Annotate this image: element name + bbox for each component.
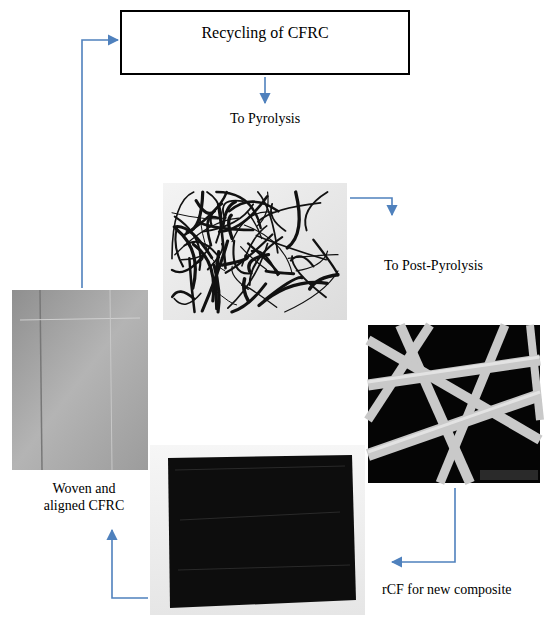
- step-label: Woven and aligned CFRC: [40, 478, 128, 518]
- fiber-strand: [291, 256, 313, 266]
- sem-image: [368, 325, 540, 483]
- fiber-strand: [223, 202, 235, 225]
- fiber-strand: [200, 223, 254, 230]
- fiber-strand: [229, 215, 232, 238]
- fiber-strand: [266, 271, 294, 274]
- mat-photo: [150, 445, 365, 615]
- process-box: Recycling of CFRC: [120, 10, 410, 75]
- fiber-strand: [232, 212, 273, 242]
- fiber-strand: [172, 213, 226, 219]
- fiber-strand: [214, 265, 219, 312]
- fiber-strand: [257, 192, 268, 226]
- fiber-strand: [244, 279, 249, 302]
- flow-arrow: [264, 77, 266, 103]
- panel-photo: [12, 290, 148, 470]
- fiber-strand: [229, 202, 278, 212]
- fiber-strand: [296, 251, 327, 271]
- step-label: rCF for new composite: [382, 582, 511, 599]
- flow-arrow: [82, 40, 118, 288]
- fiber-strand: [226, 235, 273, 273]
- fiber-strand: [285, 271, 338, 312]
- step-label: To Pyrolysis: [230, 111, 300, 128]
- flow-arrow: [350, 198, 392, 215]
- box-title: Recycling of CFRC: [201, 24, 328, 42]
- fiber-strand: [250, 237, 283, 285]
- fiber-strand: [196, 201, 215, 214]
- fiber-strand: [183, 192, 226, 236]
- step-label: To Post-Pyrolysis: [384, 258, 483, 275]
- fiber-photo: [163, 183, 347, 320]
- fiber-strand: [287, 192, 299, 248]
- fiber-strand: [310, 275, 338, 289]
- fiber-strand: [265, 278, 302, 300]
- fiber-strand: [176, 229, 195, 288]
- fiber-strand: [172, 292, 194, 299]
- fiber-strand: [210, 204, 222, 225]
- flow-arrow: [112, 530, 148, 598]
- flow-arrow: [392, 488, 455, 562]
- fiber-strand: [305, 192, 327, 230]
